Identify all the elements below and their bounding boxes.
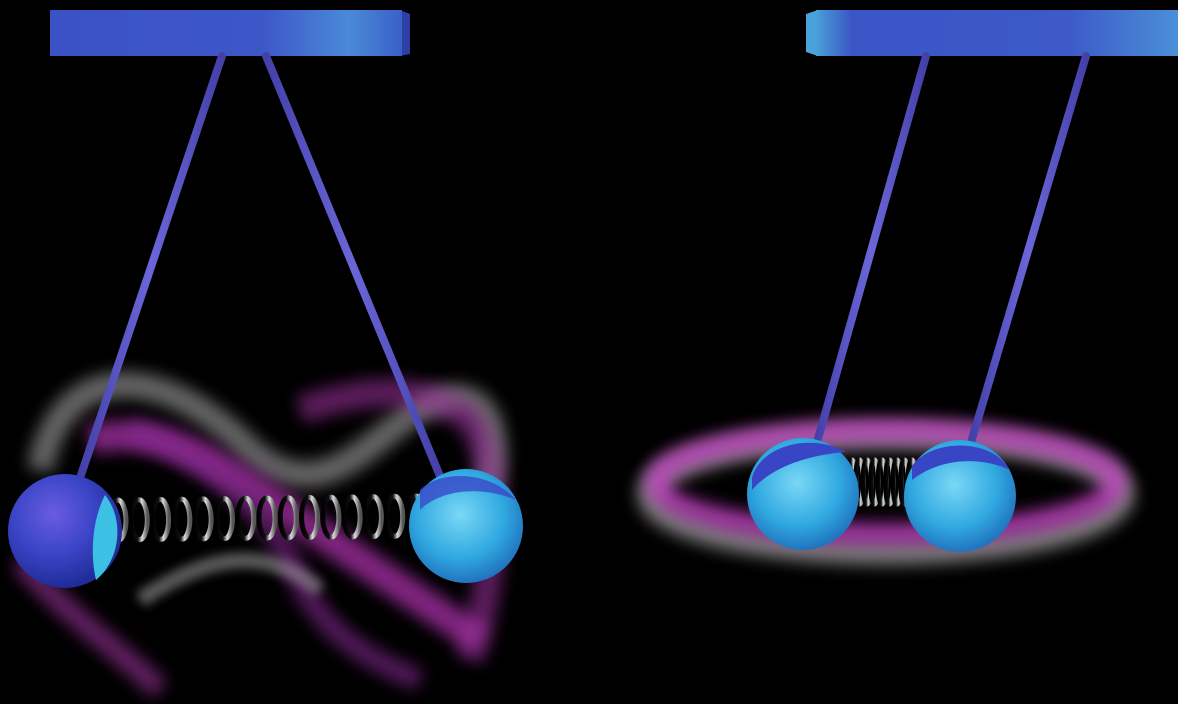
spring-coil: [362, 494, 384, 540]
left-motion-glow: [11, 371, 507, 698]
right-support-bar: [806, 10, 1178, 56]
spring-coil: [341, 494, 363, 540]
left-ball-1: [8, 474, 122, 588]
right-ball-1: [747, 438, 859, 550]
spring-coil: [384, 493, 406, 539]
right-rod-1: [812, 52, 930, 450]
spring-coil: [277, 495, 299, 541]
left-spring: [107, 493, 427, 543]
spring-coil: [128, 497, 150, 543]
right-rod-2: [966, 52, 1090, 450]
left-pendulum: [8, 10, 523, 698]
left-ball-2: [409, 469, 523, 583]
spring-coil: [320, 494, 342, 540]
left-rod-2: [262, 52, 444, 480]
right-ball-2: [904, 440, 1016, 552]
left-support-bar: [50, 10, 410, 56]
right-motion-glow: [637, 419, 1135, 565]
spring-coil: [150, 496, 172, 542]
left-rod-1: [76, 52, 226, 482]
spring-coil: [213, 496, 235, 542]
spring-coil: [171, 496, 193, 542]
spring-coil: [192, 496, 214, 542]
right-pendulum: [637, 10, 1178, 565]
spring-coil: [235, 495, 257, 541]
spring-coil: [299, 494, 321, 540]
spring-coil: [256, 495, 278, 541]
